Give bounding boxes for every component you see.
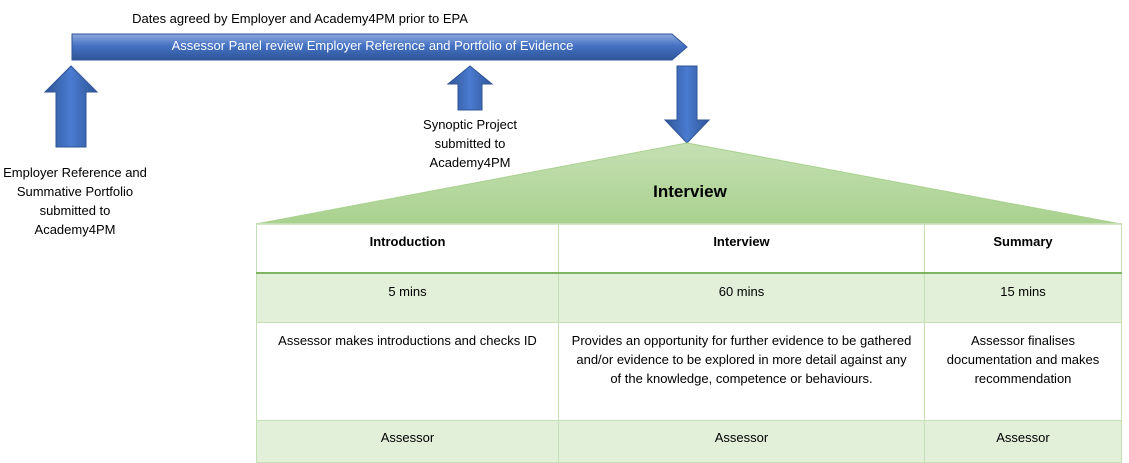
description-interview: Provides an opportunity for further evid… — [558, 322, 925, 421]
assessor-panel-banner-label: Assessor Panel review Employer Reference… — [171, 38, 574, 53]
conducted-by-introduction: Assessor — [256, 420, 559, 463]
synoptic-project-label: Synoptic Project submitted to Academy4PM — [423, 117, 517, 170]
description-row: Assessor makes introductions and checks … — [256, 322, 1122, 421]
stage-name-summary: Summary — [924, 223, 1122, 274]
stage-name-introduction: Introduction — [256, 223, 559, 274]
conducted-by-interview: Assessor — [558, 420, 925, 463]
duration-row: 5 mins 60 mins 15 mins — [256, 272, 1122, 323]
duration-interview: 60 mins — [558, 272, 925, 323]
conducted-by-row: Assessor Assessor Assessor — [256, 420, 1122, 463]
description-summary: Assessor finalises documentation and mak… — [924, 322, 1122, 421]
interview-stages-table: Introduction Interview Summary 5 mins 60… — [256, 223, 1122, 463]
stage-name-interview: Interview — [558, 223, 925, 274]
duration-summary: 15 mins — [924, 272, 1122, 323]
stage-name-row: Introduction Interview Summary — [256, 223, 1122, 274]
synoptic-up-arrow — [446, 65, 494, 111]
interview-title: Interview — [653, 182, 727, 201]
banner-arrow — [71, 33, 688, 61]
conducted-by-summary: Assessor — [924, 420, 1122, 463]
duration-introduction: 5 mins — [256, 272, 559, 323]
interview-down-arrow — [663, 65, 711, 144]
timeline-caption: Dates agreed by Employer and Academy4PM … — [132, 11, 468, 26]
employer-up-arrow — [43, 65, 99, 148]
description-introduction: Assessor makes introductions and checks … — [256, 322, 559, 421]
diagram-canvas — [43, 33, 1122, 225]
employer-reference-label: Employer Reference and Summative Portfol… — [3, 165, 147, 237]
